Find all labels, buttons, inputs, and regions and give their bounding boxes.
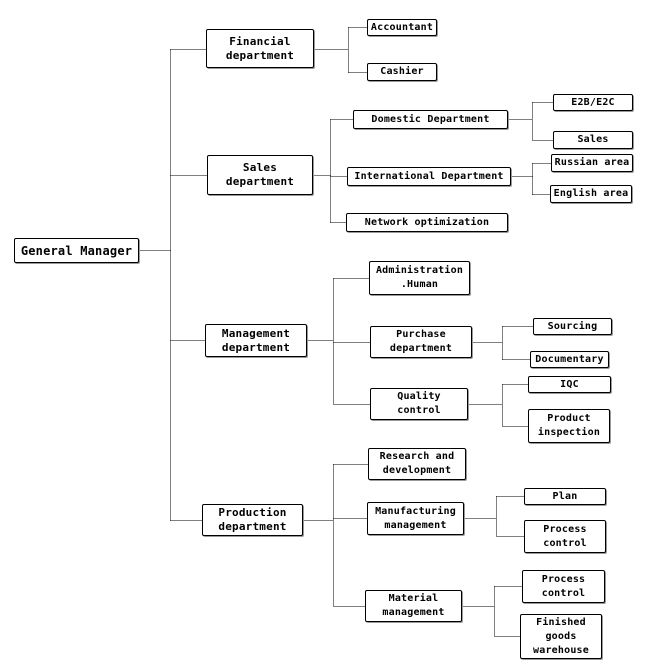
node-finished-goods-warehouse: Finished goods warehouse [520,614,602,659]
node-general-manager: General Manager [14,238,139,263]
node-material-management: Material management [365,590,462,622]
node-sales-department: Sales department [207,155,313,195]
node-purchase-department: Purchase department [370,326,472,358]
node-sales: Sales [553,131,633,149]
node-management-department: Management department [205,324,307,357]
node-administration-human: Administration .Human [369,261,470,295]
node-quality-control: Quality control [370,388,468,420]
node-international-department: International Department [347,167,511,186]
node-documentary: Documentary [530,351,609,368]
node-process-control-1: Process control [524,520,606,553]
node-e2b-e2c: E2B/E2C [553,94,633,111]
node-plan: Plan [524,488,606,505]
node-manufacturing-management: Manufacturing management [367,502,464,535]
node-product-inspection: Product inspection [528,409,610,443]
node-english-area: English area [550,185,632,203]
node-research-development: Research and development [368,448,466,480]
node-cashier: Cashier [367,63,437,81]
node-process-control-2: Process control [522,570,605,603]
node-domestic-department: Domestic Department [353,110,508,129]
node-accountant: Accountant [367,19,437,36]
node-financial-department: Financial department [206,29,314,68]
node-sourcing: Sourcing [533,318,612,335]
node-iqc: IQC [528,376,611,393]
node-network-optimization: Network optimization [346,213,508,232]
node-production-department: Production department [202,504,303,536]
node-russian-area: Russian area [551,154,633,172]
